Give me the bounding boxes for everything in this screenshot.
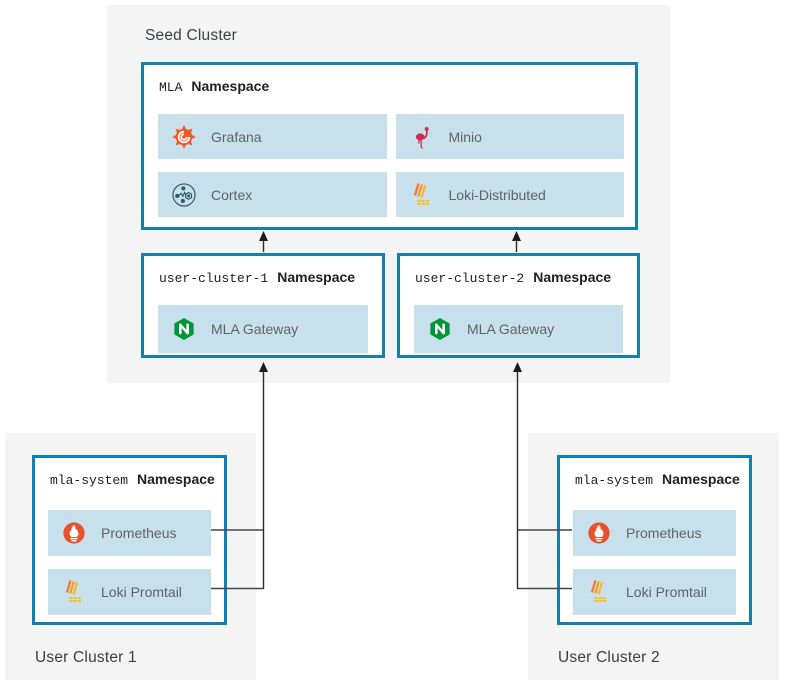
nginx-icon	[430, 317, 450, 341]
namespace-name: mla-system	[575, 473, 654, 488]
service-row-loki-promtail: Loki Promtail	[48, 569, 211, 615]
service-label: Prometheus	[626, 525, 702, 541]
user-cluster-2-label: User Cluster 2	[558, 649, 660, 666]
service-label: Prometheus	[101, 525, 177, 541]
mla-namespace-box: MLA Namespace	[141, 62, 638, 230]
service-label: Loki Promtail	[101, 584, 182, 600]
service-label: Cortex	[211, 186, 253, 203]
service-row-prometheus: Prometheus	[573, 510, 736, 556]
namespace-type-label: Namespace	[191, 78, 270, 94]
service-row-mla-gateway: MLA Gateway	[414, 305, 623, 353]
service-label: MLA Gateway	[211, 321, 299, 337]
user-cluster-2-namespace-box: user-cluster-2 Namespace MLA Gateway	[397, 253, 640, 358]
service-row-loki-distributed: Loki-Distributed	[395, 172, 624, 217]
user-cluster-2-namespace-header: user-cluster-2 Namespace	[400, 256, 637, 286]
loki-icon	[413, 182, 429, 205]
minio-icon	[415, 126, 429, 149]
nginx-icon	[174, 317, 194, 341]
mla-system-service-rows: Prometheus Loki Promtail	[573, 510, 736, 615]
namespace-type-label: Namespace	[662, 471, 740, 487]
service-row-mla-gateway: MLA Gateway	[158, 305, 368, 353]
mla-system-service-rows: Prometheus Loki Promtail	[48, 510, 211, 615]
mla-system-namespace-box-2: mla-system Namespace Prometheus	[557, 455, 752, 625]
mla-system-namespace-header: mla-system Namespace	[560, 458, 749, 488]
cortex-icon	[172, 182, 196, 207]
namespace-type-label: Namespace	[277, 269, 356, 285]
service-label: Loki-Distributed	[448, 186, 546, 203]
mla-system-namespace-header: mla-system Namespace	[35, 458, 224, 488]
user-cluster-1-namespace-box: user-cluster-1 Namespace MLA Gateway	[141, 253, 385, 358]
namespace-name: MLA	[159, 80, 183, 95]
service-label: Grafana	[211, 128, 262, 145]
service-row-prometheus: Prometheus	[48, 510, 211, 556]
loki-icon	[590, 580, 607, 602]
service-label: Minio	[448, 128, 482, 145]
service-row-cortex: Cortex	[158, 172, 387, 217]
mla-service-grid: Grafana Minio	[158, 114, 624, 217]
service-row-loki-promtail: Loki Promtail	[573, 569, 736, 615]
mla-namespace-header: MLA Namespace	[144, 65, 635, 95]
namespace-name: user-cluster-1	[159, 271, 269, 286]
user-cluster-1-label: User Cluster 1	[35, 649, 137, 666]
prometheus-icon	[63, 522, 85, 544]
namespace-name: user-cluster-2	[415, 271, 525, 286]
namespace-type-label: Namespace	[533, 269, 612, 285]
namespace-name: mla-system	[50, 473, 129, 488]
mla-system-namespace-box-1: mla-system Namespace Prometheus	[32, 455, 227, 625]
user-cluster-1-namespace-header: user-cluster-1 Namespace	[144, 256, 382, 286]
prometheus-icon	[588, 522, 610, 544]
service-label: Loki Promtail	[626, 584, 707, 600]
service-row-grafana: Grafana	[158, 114, 387, 159]
grafana-icon	[172, 124, 196, 149]
namespace-type-label: Namespace	[137, 471, 215, 487]
service-row-minio: Minio	[395, 114, 624, 159]
seed-cluster-label: Seed Cluster	[145, 27, 238, 44]
loki-icon	[65, 580, 82, 602]
service-label: MLA Gateway	[467, 321, 555, 337]
